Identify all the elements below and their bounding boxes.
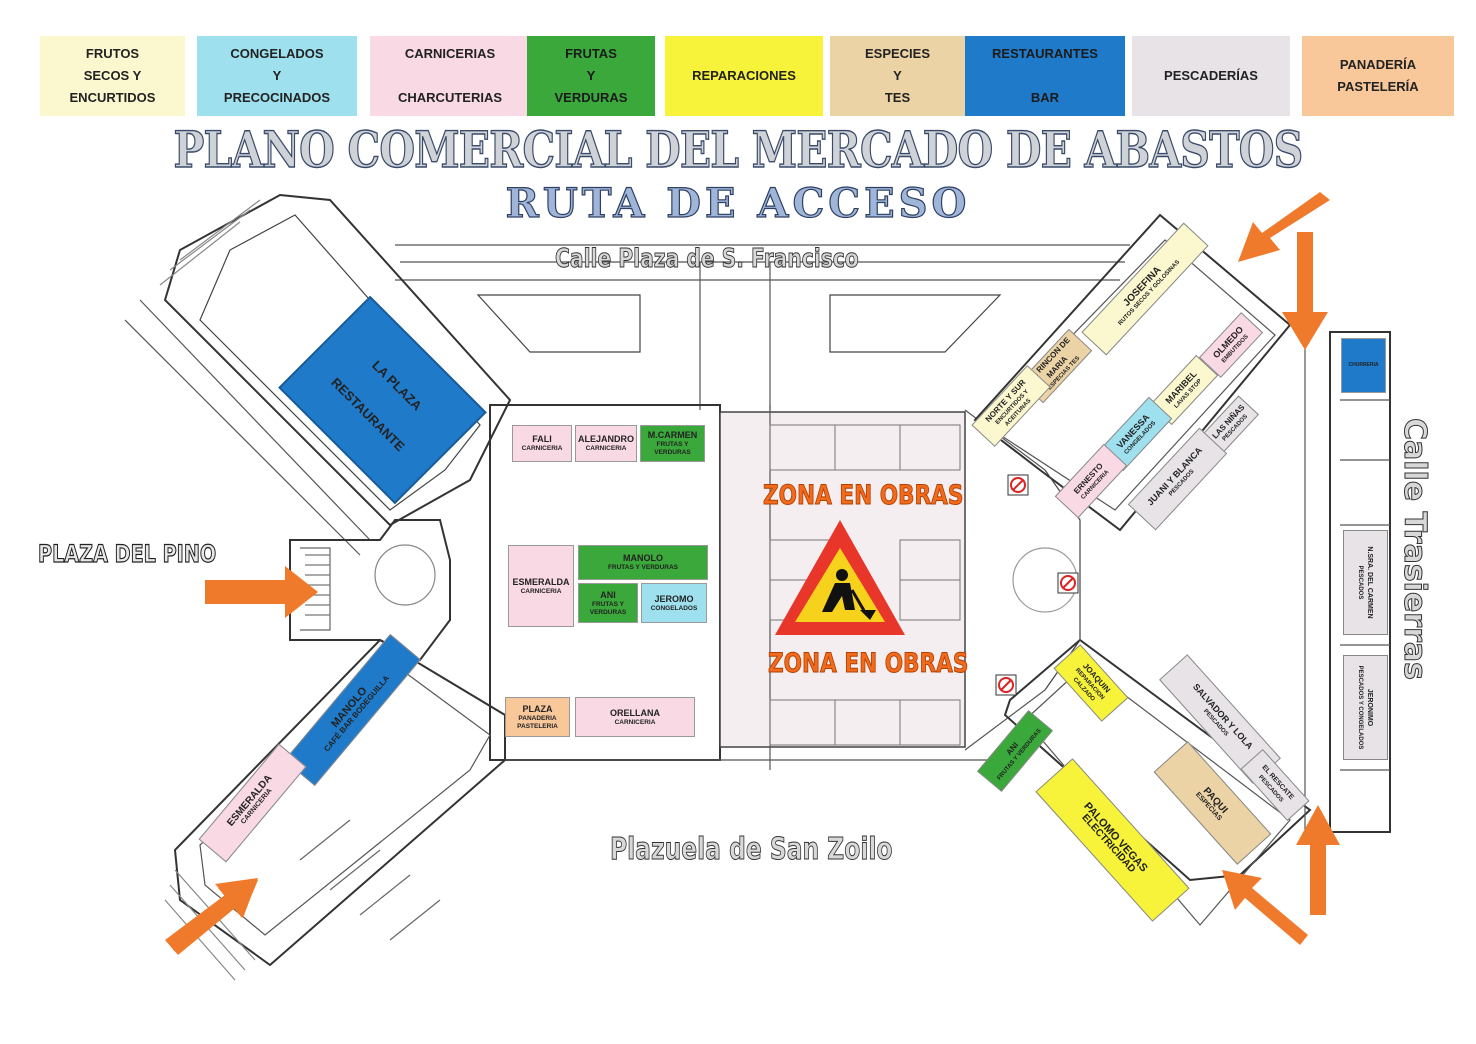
stall-name: FALI — [532, 434, 552, 444]
legend-item-line: ESPECIES — [864, 46, 931, 61]
legend-item: PANADERÍA PASTELERÍA — [1302, 36, 1454, 116]
stall-name: N.SRA. DEL CARMEN — [1366, 546, 1373, 619]
stall-name: ESMERALDA — [512, 576, 570, 587]
map-subtitle: RUTA DE ACCESO — [505, 179, 971, 227]
stall-name: CHURRERIA — [1348, 362, 1379, 368]
stall-name: PLAZA — [522, 703, 553, 714]
street-bottom-label: Plazuela de San Zoilo — [610, 832, 893, 868]
map-title: PLANO COMERCIAL DEL MERCADO DE ABASTOS — [173, 119, 1304, 179]
street-top-label: Calle Plaza de S. Francisco — [555, 244, 860, 275]
legend-item-line: BAR — [1030, 90, 1060, 105]
stall-name: ALEJANDRO — [577, 434, 634, 444]
legend-item-line: Y — [586, 68, 596, 83]
legend-item-line: FRUTOS — [85, 46, 140, 61]
legend-item-line: PESCADERÍAS — [1164, 68, 1258, 83]
legend-item-line: PANADERÍA — [1339, 57, 1417, 72]
legend-item: FRUTAS Y VERDURAS — [527, 36, 655, 116]
legend-item-line: REPARACIONES — [692, 68, 796, 83]
legend-item-line: SECOS Y — [83, 68, 142, 83]
legend-item-line: PASTELERÍA — [1337, 79, 1419, 94]
stall-category: FRUTAS Y VERDURAS — [607, 564, 679, 571]
legend-item-line: ENCURTIDOS — [69, 90, 156, 105]
stall-name: MANOLO — [623, 553, 663, 563]
stall-name: JEROMO — [654, 593, 694, 604]
works-label-bottom: ZONA EN OBRAS — [768, 648, 969, 680]
stall-name: M.CARMEN — [647, 430, 698, 440]
stall-category: CARNICERIA — [521, 445, 563, 452]
access-arrows — [165, 192, 1340, 955]
stall-category: FRUTAS Y VERDURAS — [654, 441, 691, 456]
legend-item-line: CHARCUTERIAS — [398, 90, 502, 105]
no-entry-signs — [995, 474, 1079, 696]
stall-name: ANI — [600, 589, 616, 600]
legend-item: CARNICERIAS CHARCUTERIAS — [370, 36, 530, 116]
stall-name: JERONIMO — [1366, 688, 1373, 727]
roadwork-warning-icon — [775, 520, 905, 635]
legend-item: PESCADERÍAS — [1132, 36, 1290, 116]
stall-category: FRUTAS Y VERDURAS — [589, 600, 627, 616]
legend-item-line: Y — [272, 68, 282, 83]
legend-item-line: Y — [893, 68, 902, 83]
legend-item-line: TES — [884, 90, 911, 105]
restaurant-name: LA PLAZA — [369, 357, 425, 414]
stall-name: ORELLANA — [610, 707, 660, 718]
legend-item-line: FRUTAS — [565, 46, 617, 61]
stall-category: CONGELADOS — [650, 604, 698, 612]
legend-item-line: CARNICERIAS — [404, 46, 496, 61]
stall-category: PESCADOS — [1357, 565, 1363, 600]
stall-category: CARNICERIA — [585, 445, 627, 452]
stall-category: PESCADOS Y CONGELADOS — [1357, 665, 1363, 750]
stall-category: CARNICERIA — [520, 587, 562, 595]
works-label-top: ZONA EN OBRAS — [763, 480, 964, 512]
legend-item: CONGELADOS Y PRECOCINADOS — [197, 36, 357, 116]
stall-churreria[interactable]: CHURRERIA — [1341, 338, 1386, 393]
legend-item-line: CONGELADOS — [230, 46, 324, 61]
legend-item: FRUTOS SECOS Y ENCURTIDOS — [40, 36, 185, 116]
street-right-label: Calle Trasierras — [1397, 418, 1433, 681]
legend-item-line: PRECOCINADOS — [223, 90, 331, 105]
stall-category: PANADERIA PASTELERIA — [517, 714, 558, 730]
legend-item-line: VERDURAS — [554, 90, 628, 105]
plaza-del-pino-label: PLAZA DEL PINO — [38, 539, 217, 568]
legend-item: REPARACIONES — [665, 36, 823, 116]
stall-category: CARNICERIA — [614, 718, 656, 726]
legend-item: RESTAURANTES BAR — [965, 36, 1125, 116]
legend-item: ESPECIES Y TES — [830, 36, 965, 116]
legend-item-line: RESTAURANTES — [992, 46, 1098, 61]
